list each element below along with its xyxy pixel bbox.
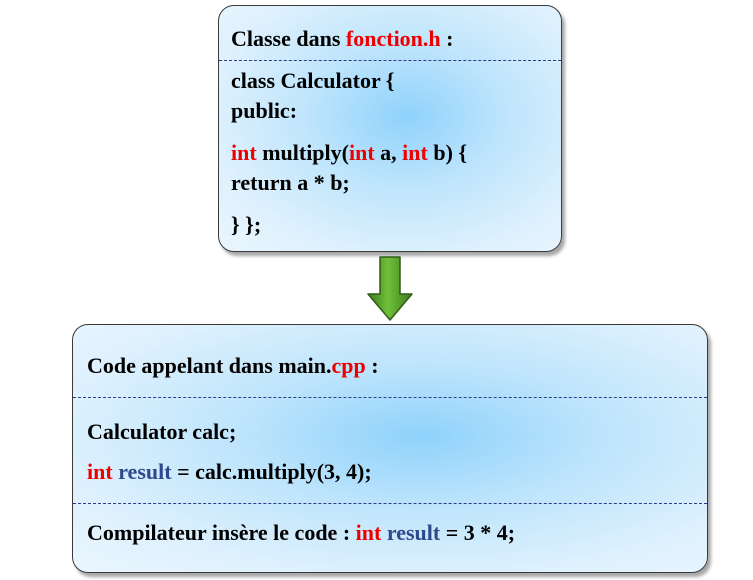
calc-declaration-line: Calculator calc; [87,419,237,444]
return-statement-line: return a * b; [231,170,350,195]
class-declaration-line: class Calculator { [231,68,395,93]
inlined-expression-text: = 3 * 4; [440,520,516,545]
inlined-result-variable: result [381,520,441,545]
inlined-result-line: Compilateur insère le code : int result … [87,520,515,546]
header-title-prefix: Classe dans [231,26,346,51]
return-type-keyword: int [231,140,257,165]
down-arrow-icon [367,256,413,321]
param-b-text: b) { [427,140,468,165]
param-a-type-keyword: int [348,140,375,165]
param-a-text: a, [374,140,403,165]
method-name-text: multiply( [256,140,349,165]
main-box-title: Code appelant dans main.cpp : [87,353,379,379]
header-file-box: Classe dans fonction.h : class Calculato… [218,5,562,252]
calling-code-box: Code appelant dans main.cpp : Calculator… [72,324,708,573]
multiply-call-text: = calc.multiply(3, 4); [171,459,372,484]
result-type-keyword: int [87,459,113,484]
header-divider [219,60,561,61]
compiler-note-text: Compilateur insère le code : [87,520,356,545]
main-divider-1 [73,397,707,398]
main-title-suffix: : [365,353,379,378]
multiply-call-line: int result = calc.multiply(3, 4); [87,459,372,485]
header-title-suffix: : [440,26,454,51]
header-file-name: fonction.h [345,26,441,51]
param-b-type-keyword: int [402,140,428,165]
multiply-signature-line: int multiply(int a, int b) { [231,140,467,166]
main-file-extension: cpp [331,353,366,378]
result-variable: result [112,459,172,484]
header-box-title: Classe dans fonction.h : [231,26,454,52]
closing-braces-line: } }; [231,212,262,237]
main-title-prefix: Code appelant dans main. [87,353,332,378]
public-specifier-line: public: [231,98,298,123]
inlined-type-keyword: int [355,520,382,545]
main-divider-2 [73,503,707,504]
